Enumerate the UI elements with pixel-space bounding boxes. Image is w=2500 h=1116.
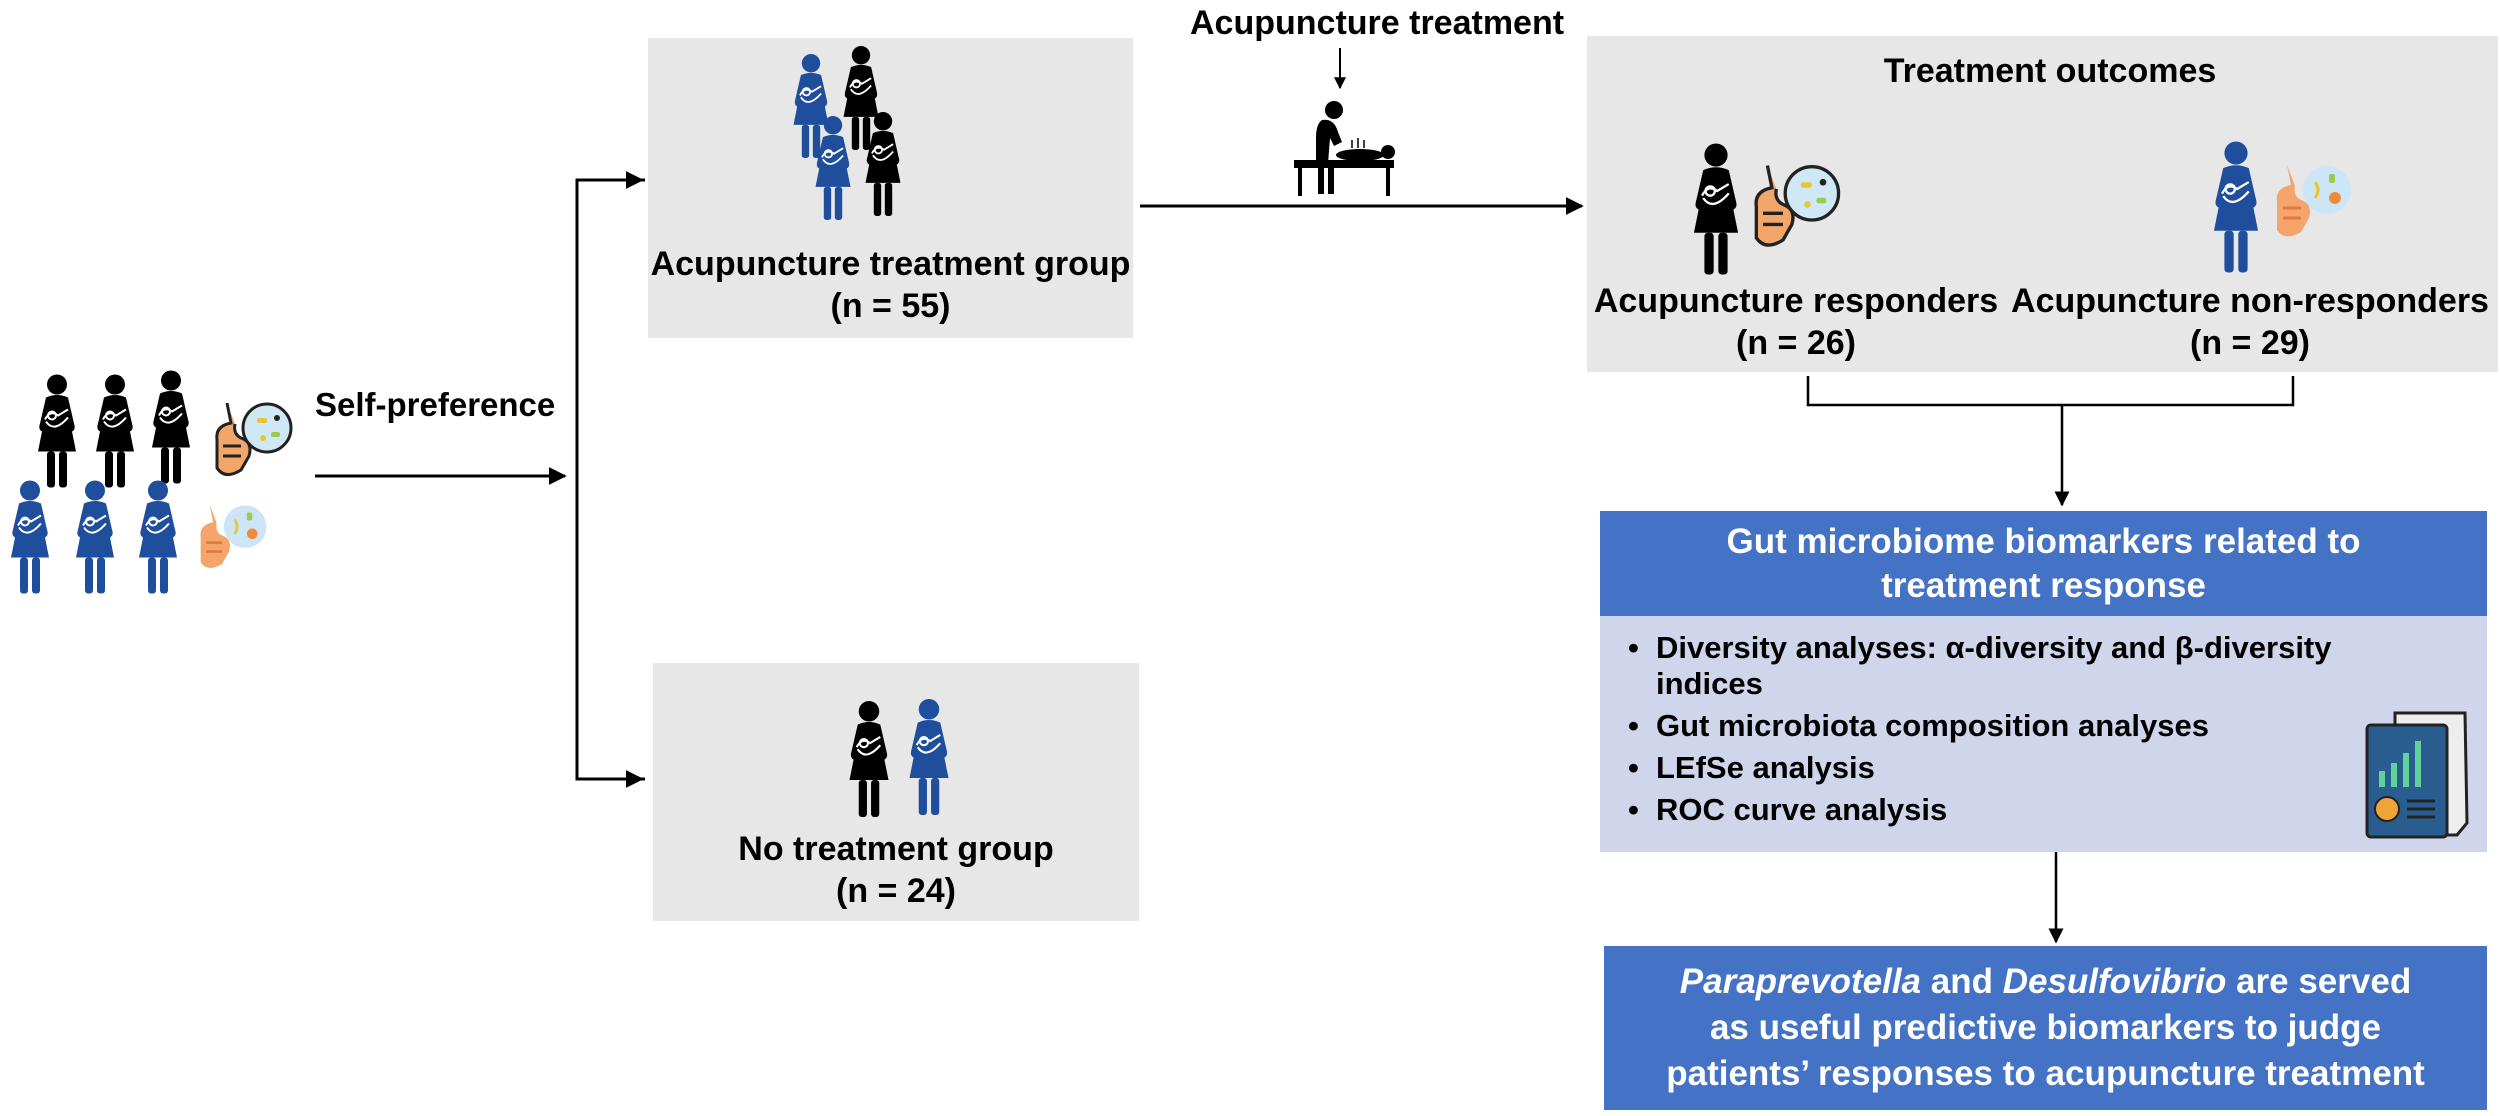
self-preference-label: Self-preference (315, 386, 556, 423)
conclusion-text: are served (2226, 962, 2412, 1001)
genus-paraprevotella: Paraprevotella (1679, 962, 1922, 1001)
group-title: Acupuncture treatment group (650, 245, 1131, 283)
conclusion-line: Paraprevotella and Desulfovibrio are ser… (1604, 959, 2487, 1005)
patients-icon (848, 698, 950, 818)
header-line: Gut microbiome biomarkers related to (1726, 521, 2361, 561)
acupuncturist-icon (1294, 101, 1395, 196)
group-count: (n = 55) (830, 287, 951, 325)
conclusion-text: and (1921, 962, 2003, 1001)
non-responder-icon (2212, 140, 2353, 274)
group-title: No treatment group (738, 830, 1054, 868)
conclusion-line: as useful predictive biomarkers to judge (1709, 1008, 2382, 1047)
no-treatment-group-box: No treatment group (n = 24) (653, 663, 1139, 921)
report-chart-icon (2365, 711, 2469, 839)
genus-desulfovibrio: Desulfovibrio (2002, 962, 2227, 1001)
analyses-list: Diversity analyses: α-diversity and β-di… (1600, 616, 2487, 852)
list-item: LEfSe analysis (1628, 750, 2396, 786)
list-item: ROC curve analysis (1628, 792, 2396, 828)
patient-population-icon (9, 369, 293, 595)
list-item: Gut microbiota composition analyses (1628, 708, 2396, 744)
acupuncture-treatment-group-box: Acupuncture treatment group (n = 55) (648, 38, 1133, 338)
allocation-arrows (315, 48, 1584, 788)
responders-title: Acupuncture responders (1593, 282, 1999, 320)
list-item: Diversity analyses: α-diversity and β-di… (1628, 630, 2396, 702)
intervention-label: Acupuncture treatment (1190, 4, 1565, 42)
group-count: (n = 24) (836, 872, 956, 910)
header-line: treatment response (1881, 565, 2206, 605)
conclusion-box: Paraprevotella and Desulfovibrio are ser… (1604, 946, 2487, 1110)
responders-count: (n = 26) (1736, 324, 1856, 362)
outcomes-title: Treatment outcomes (1883, 52, 2217, 90)
treatment-outcomes-box: Treatment outcomes Acupuncture responder… (1587, 36, 2498, 372)
biomarkers-header: Gut microbiome biomarkers related to tre… (1600, 511, 2487, 616)
responder-icon (1692, 142, 1841, 276)
non-responders-title: Acupuncture non-responders (2011, 282, 2489, 320)
patients-icon (792, 45, 902, 221)
non-responders-count: (n = 29) (2190, 324, 2310, 362)
conclusion-line: patients’ responses to acupuncture treat… (1666, 1054, 2425, 1093)
